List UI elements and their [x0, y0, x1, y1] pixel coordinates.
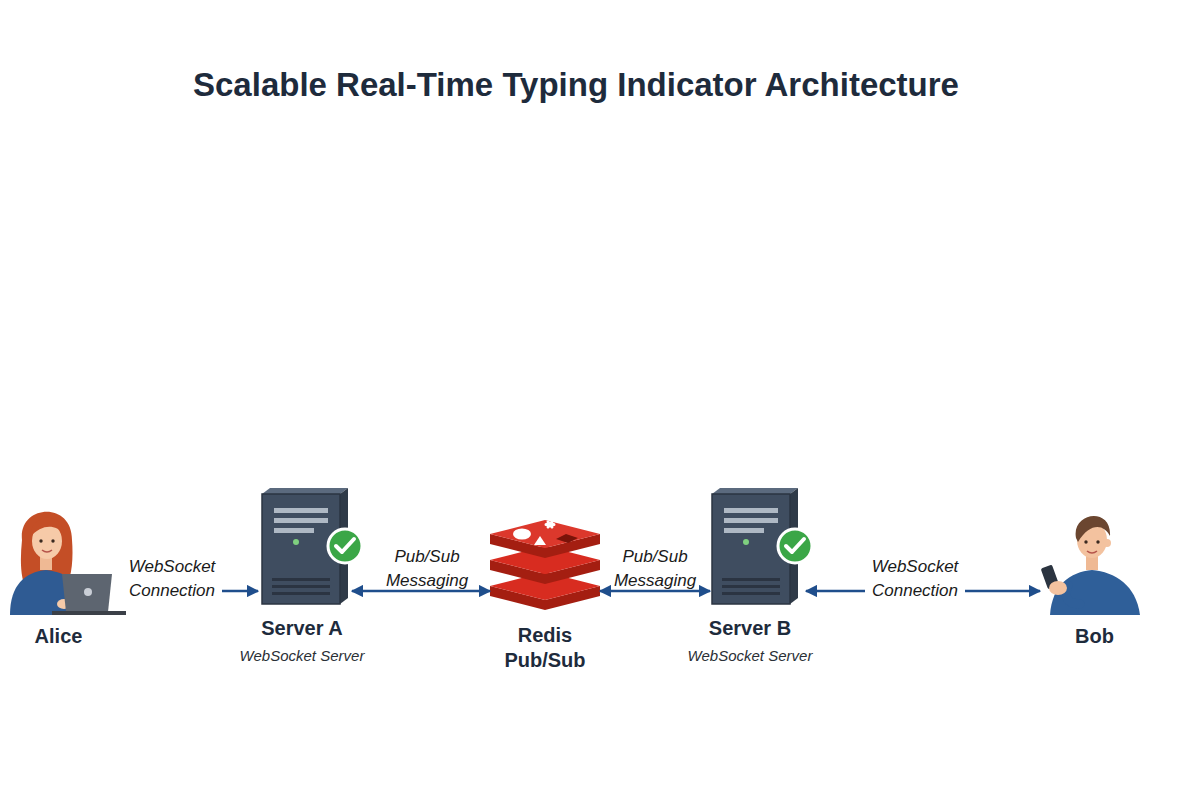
server-tower [712, 488, 812, 604]
server-tower [293, 539, 299, 545]
server-tower [778, 529, 812, 563]
node-text-group: Bob [1035, 624, 1155, 648]
node-name: Server B [665, 616, 835, 640]
person-illustration [52, 611, 126, 615]
person-illustration [84, 588, 92, 596]
pubsub-node: Redis Pub/Sub [490, 520, 600, 612]
redis-logo [490, 520, 600, 548]
connector-label: WebSocket Connection [122, 555, 222, 603]
server-tower [274, 508, 328, 513]
server-tower [722, 578, 780, 581]
server-tower [724, 518, 778, 523]
server-tower [722, 585, 780, 588]
person-illustration [1103, 539, 1111, 547]
person-illustration [10, 512, 126, 615]
person-node: Alice [8, 508, 125, 616]
server-tower [712, 488, 798, 494]
connector-label: Pub/Sub Messaging [607, 545, 703, 593]
person-illustration [62, 574, 112, 612]
connector-label: Pub/Sub Messaging [379, 545, 475, 593]
person-illustration [1084, 540, 1087, 543]
node-name: Redis Pub/Sub [500, 623, 590, 673]
server-tower [262, 488, 362, 604]
person-illustration [42, 550, 52, 552]
server-tower [336, 539, 354, 552]
person-illustration [1049, 581, 1067, 595]
person-illustration [1066, 585, 1080, 604]
server-tower [724, 508, 778, 513]
server-tower [328, 529, 362, 563]
node-text-group: Server B WebSocket Server [665, 616, 835, 666]
person-node: Bob [1040, 512, 1145, 616]
connector-label: WebSocket Connection [865, 555, 965, 603]
node-text-group: Alice [0, 624, 119, 648]
server-tower [274, 518, 328, 523]
person-illustration [30, 518, 64, 537]
redis-logo [556, 534, 578, 543]
person-illustration [39, 539, 42, 542]
server-tower [262, 488, 348, 494]
node-text-group: Redis Pub/Sub [500, 623, 590, 673]
server-node: Server BWebSocket Server [710, 486, 806, 606]
redis-logo [534, 536, 546, 545]
server-tower [786, 539, 804, 552]
person-illustration [1096, 540, 1099, 543]
redis-logo [546, 522, 554, 527]
person-illustration [1050, 570, 1140, 615]
connector-arrow [352, 590, 490, 593]
redis-logo [490, 520, 600, 610]
server-tower [274, 528, 314, 533]
person-illustration [1087, 551, 1097, 553]
server-tower [272, 578, 330, 581]
node-subtitle: WebSocket Server [217, 646, 387, 666]
node-text-group: Server A WebSocket Server [217, 616, 387, 666]
connector-arrow [600, 590, 710, 593]
node-subtitle: WebSocket Server [665, 646, 835, 666]
diagram-title: Scalable Real-Time Typing Indicator Arch… [193, 66, 959, 104]
person-illustration [1076, 516, 1110, 542]
person-illustration [51, 539, 54, 542]
redis-logo [513, 529, 531, 540]
server-tower [272, 592, 330, 595]
person-illustration [1041, 516, 1140, 615]
server-tower [272, 585, 330, 588]
node-name: Server A [217, 616, 387, 640]
node-name: Bob [1035, 624, 1155, 648]
server-tower [743, 539, 749, 545]
server-tower [722, 592, 780, 595]
node-name: Alice [0, 624, 119, 648]
server-tower [724, 528, 764, 533]
server-node: Server AWebSocket Server [258, 486, 352, 606]
